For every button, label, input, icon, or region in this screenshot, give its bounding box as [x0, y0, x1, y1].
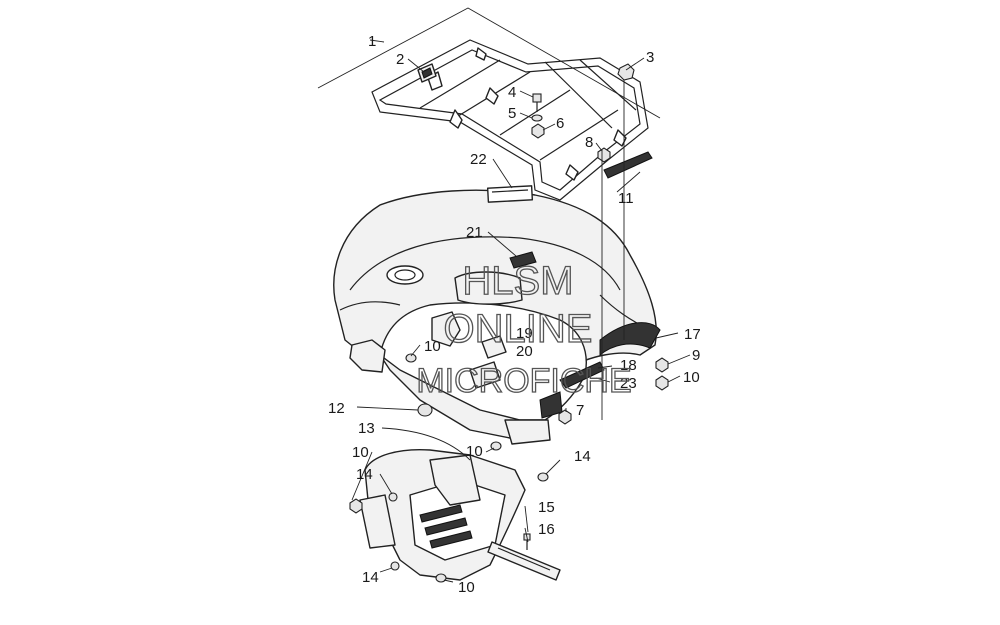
callout-21: 21: [466, 224, 483, 241]
callout-10-bottom: 10: [458, 579, 475, 596]
watermark-line-3: MICROFICHE: [416, 362, 631, 400]
warning-decal: [486, 185, 534, 203]
callout-14-bottom: 14: [362, 569, 379, 586]
footwell: [359, 448, 526, 581]
watermark: HLSM ONLINE MICROFICHE: [416, 258, 633, 400]
callouts: 1 2 3 4 5 6 8 11 22 21 19 20 17 9 18 10 …: [328, 33, 701, 596]
callout-10-footwell-left: 10: [352, 444, 369, 461]
callout-11: 11: [618, 190, 634, 207]
callout-19: 19: [516, 325, 533, 342]
callout-2: 2: [396, 51, 404, 68]
callout-3: 3: [646, 49, 654, 66]
callout-12: 12: [328, 400, 345, 417]
callout-10-right: 10: [683, 369, 700, 386]
rack-group-bracket: [317, 7, 661, 119]
callout-4: 4: [508, 84, 516, 101]
callout-18: 18: [620, 357, 637, 374]
footwell-trim-strip: [487, 541, 561, 581]
callout-6: 6: [556, 115, 564, 132]
callout-22: 22: [470, 151, 487, 168]
watermark-line-1: HLSM: [462, 259, 573, 303]
watermark-line-2: ONLINE: [444, 307, 593, 351]
callout-10-footwell-top: 10: [466, 443, 483, 460]
callout-13: 13: [358, 420, 375, 437]
leader-lines: [351, 57, 691, 583]
callout-5: 5: [508, 105, 516, 122]
rack-hardware: [417, 63, 635, 163]
callout-15: 15: [538, 499, 555, 516]
callout-10-fender: 10: [424, 338, 441, 355]
callout-20: 20: [516, 343, 533, 360]
fender-hardware: [405, 353, 669, 425]
rack-reflector-decal: [603, 151, 653, 179]
callout-17: 17: [684, 326, 701, 343]
callout-16: 16: [538, 521, 555, 538]
callout-14-left: 14: [356, 466, 373, 483]
callout-8: 8: [585, 134, 593, 151]
callout-14-right: 14: [574, 448, 591, 465]
callout-23: 23: [620, 375, 637, 392]
callout-1: 1: [368, 33, 376, 50]
callout-9: 9: [692, 347, 700, 364]
callout-7: 7: [576, 402, 584, 419]
rear-fender: [333, 189, 661, 445]
